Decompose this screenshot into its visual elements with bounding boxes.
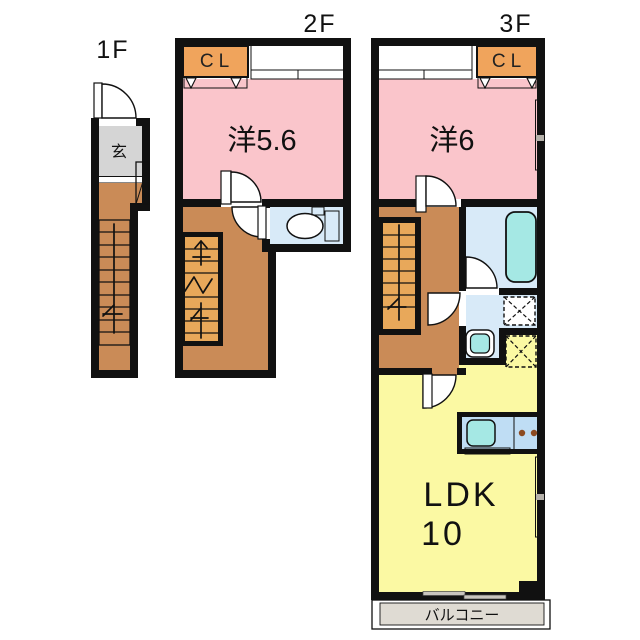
3f-washroom-nook-wall-v [499, 328, 506, 365]
3f-closet-door-mark-right [526, 77, 538, 90]
3f-ldk-corner-pillar [519, 581, 545, 592]
2f-toilet-tank [324, 210, 340, 242]
3f-ldk-label: LDK [423, 476, 498, 514]
2f-room-doorway-gap [221, 199, 262, 207]
floor-2f: 2F CL [175, 10, 351, 378]
1f-entrance-door-swing [101, 83, 137, 119]
3f-ldk-side-window [535, 456, 545, 538]
2f-western-room-label: 洋5.6 [227, 124, 296, 157]
balcony-sliding-door-pane-right [463, 594, 507, 600]
floor-1f: 1F 玄 [91, 36, 150, 378]
3f-room-door-swing [425, 175, 457, 207]
kitchen-counter-edge [464, 447, 511, 455]
3f-ldk-room [379, 335, 537, 592]
3f-bathtub [505, 211, 537, 283]
2f-closet-door-mark-right [230, 77, 242, 90]
3f-washroom-nook-wall-h [499, 328, 537, 335]
3f-washroom-bottom-wall [459, 358, 506, 365]
1f-stair-direction-arrow [102, 223, 123, 334]
2f-room-door-leaf [220, 170, 232, 205]
3f-hall-ldk-wall-end [457, 368, 466, 375]
3f-washing-machine-space [503, 296, 536, 326]
stove-burner-right [530, 429, 538, 437]
3f-bath-wash-wall [466, 288, 537, 295]
3f-room-door-leaf [415, 175, 427, 213]
balcony-sliding-door-pane-left [422, 591, 466, 596]
1f-entrance-door-leaf [93, 82, 103, 119]
1f-genkan-label: 玄 [111, 143, 127, 161]
2f-toilet-bowl [286, 212, 324, 240]
3f-ldk-size-label: 10 [421, 515, 465, 553]
2f-western-room [183, 79, 343, 199]
3f-bedroom-side-window-mullion [536, 135, 544, 141]
3f-closet-door-mark-left [479, 77, 491, 90]
3f-ldk-door-leaf [422, 373, 433, 409]
2f-stair-down-arrow [190, 302, 209, 339]
3f-washroom-doorway-gap [459, 291, 466, 326]
floor-1f-label: 1F [96, 36, 129, 64]
2f-toilet-lid [311, 206, 325, 216]
floor-2f-label: 2F [303, 10, 336, 38]
1f-under-stair-storage [135, 161, 150, 205]
1f-hallway-floor [99, 183, 142, 370]
1f-storage-diagonal [135, 161, 150, 205]
2f-closet-label: CL [200, 51, 234, 72]
1f-genkan-room [99, 126, 142, 176]
1f-entrance-doorway-gap [99, 117, 136, 127]
3f-closet-label: CL [492, 51, 526, 72]
2f-toilet-door-leaf [257, 205, 267, 240]
3f-closet-door-track [477, 76, 537, 89]
3f-western-room-label: 洋6 [429, 124, 474, 157]
stove-burner-left [518, 429, 526, 437]
3f-washroom-door-swing [427, 292, 461, 326]
3f-kitchen [457, 412, 538, 455]
3f-refrigerator-space [505, 335, 537, 368]
3f-western-room [379, 79, 537, 199]
3f-washbasin [465, 329, 495, 358]
floor-3f-label: 3F [499, 10, 532, 38]
3f-bath-doorway-gap [466, 288, 499, 295]
floor-3f: 3F CL [371, 10, 551, 630]
balcony-floor [379, 602, 545, 626]
3f-bath-door-swing [465, 256, 498, 289]
2f-stair-up-arrow [192, 240, 211, 266]
2f-closet-door-mark-left [185, 77, 197, 90]
2f-closet [182, 45, 249, 78]
3f-ldk-side-window-mullion [536, 494, 544, 500]
2f-stair-break-zigzag [184, 276, 213, 294]
kitchen-sink [466, 419, 496, 447]
3f-stair-direction-arrow [387, 224, 407, 321]
2f-closet-door-track [183, 76, 248, 89]
2f-room-door-swing [230, 171, 262, 203]
3f-bedroom-side-window [535, 99, 545, 171]
3f-hall-ldk-wall [371, 368, 432, 375]
balcony-label: バルコニー [425, 607, 500, 624]
